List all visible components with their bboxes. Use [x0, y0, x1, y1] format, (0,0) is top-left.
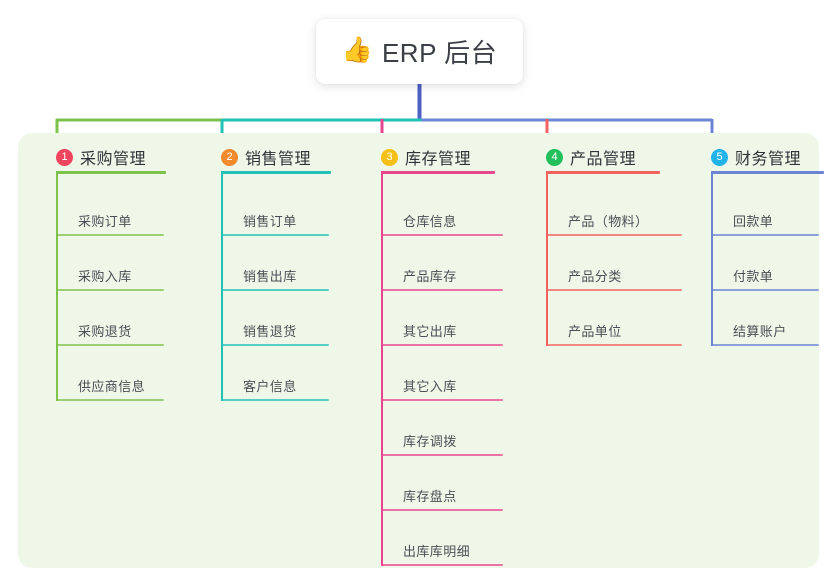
leaf-node-label: 客户信息	[243, 379, 297, 394]
leaf-node-rule	[221, 399, 329, 401]
leaf-node-label: 仓库信息	[403, 214, 457, 229]
column-number-badge: 3	[381, 148, 398, 166]
column-title: 采购管理	[80, 151, 147, 168]
leaf-node-label: 销售退货	[243, 324, 297, 339]
leaf-node-rule	[381, 399, 503, 401]
leaf-node[interactable]: 产品库存	[381, 255, 503, 291]
column-number-badge: 1	[56, 148, 73, 166]
leaf-node-rule	[546, 344, 682, 346]
leaf-node[interactable]: 付款单	[711, 255, 819, 291]
leaf-node-rule	[221, 344, 329, 346]
column-number-badge: 2	[221, 148, 238, 166]
column-header-rule	[221, 171, 331, 174]
leaf-node-label: 产品分类	[568, 269, 622, 284]
column-header-5[interactable]: 5 财务管理	[711, 145, 801, 169]
column-header-rule	[711, 171, 824, 174]
column-spine	[221, 171, 223, 401]
leaf-node-label: 其它出库	[403, 324, 457, 339]
leaf-node[interactable]: 库存调拨	[381, 420, 503, 456]
leaf-node[interactable]: 采购入库	[56, 255, 164, 291]
leaf-node[interactable]: 产品（物料）	[546, 200, 682, 236]
leaf-node-rule	[381, 454, 503, 456]
column-number-badge: 5	[711, 148, 728, 166]
column-header-rule	[56, 171, 166, 174]
column-spine	[546, 171, 548, 346]
thumbs-up-icon: 👍	[341, 36, 373, 64]
leaf-node-rule	[711, 289, 819, 291]
leaf-node-label: 采购入库	[78, 269, 132, 284]
leaf-node[interactable]: 供应商信息	[56, 365, 164, 401]
leaf-node[interactable]: 库存盘点	[381, 475, 503, 511]
column-spine	[711, 171, 713, 346]
leaf-node[interactable]: 结算账户	[711, 310, 819, 346]
leaf-node-rule	[381, 234, 503, 236]
leaf-node-label: 产品（物料）	[568, 214, 649, 229]
leaf-node-rule	[546, 234, 682, 236]
leaf-node-label: 结算账户	[733, 324, 787, 339]
leaf-node-rule	[56, 234, 164, 236]
leaf-node[interactable]: 回款单	[711, 200, 819, 236]
leaf-node-label: 产品库存	[403, 269, 457, 284]
leaf-node[interactable]: 出库库明细	[381, 530, 503, 566]
column-spine	[56, 171, 58, 401]
leaf-node[interactable]: 采购退货	[56, 310, 164, 346]
column-header-2[interactable]: 2 销售管理	[221, 145, 311, 169]
column-spine	[381, 171, 383, 566]
root-node-title: ERP 后台	[381, 38, 498, 68]
leaf-node-rule	[711, 344, 819, 346]
modules-panel: 1 采购管理采购订单采购入库采购退货供应商信息 2 销售管理销售订单销售出库销售退货客…	[18, 133, 824, 568]
leaf-node-label: 销售订单	[243, 214, 297, 229]
root-node-erp-backend[interactable]: 👍 ERP 后台	[316, 19, 523, 84]
leaf-node-label: 采购订单	[78, 214, 132, 229]
leaf-node-label: 库存调拨	[403, 434, 457, 449]
leaf-node-rule	[221, 234, 329, 236]
leaf-node-label: 库存盘点	[403, 489, 457, 504]
column-title: 财务管理	[735, 151, 802, 168]
leaf-node-label: 回款单	[733, 214, 774, 229]
leaf-node[interactable]: 销售订单	[221, 200, 329, 236]
leaf-node[interactable]: 仓库信息	[381, 200, 503, 236]
leaf-node[interactable]: 产品单位	[546, 310, 682, 346]
column-header-1[interactable]: 1 采购管理	[56, 145, 146, 169]
leaf-node-label: 付款单	[733, 269, 774, 284]
column-number-badge: 4	[546, 148, 563, 166]
leaf-node-label: 销售出库	[243, 269, 297, 284]
leaf-node[interactable]: 客户信息	[221, 365, 329, 401]
column-header-3[interactable]: 3 库存管理	[381, 145, 471, 169]
column-title: 产品管理	[570, 151, 637, 168]
leaf-node-rule	[381, 564, 503, 566]
leaf-node-rule	[381, 289, 503, 291]
leaf-node[interactable]: 销售退货	[221, 310, 329, 346]
leaf-node-label: 采购退货	[78, 324, 132, 339]
column-header-rule	[546, 171, 660, 174]
leaf-node-rule	[546, 289, 682, 291]
column-header-4[interactable]: 4 产品管理	[546, 145, 636, 169]
leaf-node-rule	[381, 344, 503, 346]
leaf-node-label: 供应商信息	[78, 379, 146, 394]
leaf-node[interactable]: 其它入库	[381, 365, 503, 401]
leaf-node-rule	[221, 289, 329, 291]
leaf-node-rule	[56, 289, 164, 291]
column-title: 销售管理	[245, 151, 312, 168]
column-header-rule	[381, 171, 495, 174]
leaf-node-rule	[711, 234, 819, 236]
leaf-node-label: 产品单位	[568, 324, 622, 339]
leaf-node-rule	[381, 509, 503, 511]
leaf-node[interactable]: 产品分类	[546, 255, 682, 291]
root-node-content: 👍 ERP 后台	[342, 33, 497, 70]
leaf-node[interactable]: 采购订单	[56, 200, 164, 236]
leaf-node-rule	[56, 399, 164, 401]
leaf-node-rule	[56, 344, 164, 346]
leaf-node-label: 其它入库	[403, 379, 457, 394]
leaf-node[interactable]: 销售出库	[221, 255, 329, 291]
leaf-node-label: 出库库明细	[403, 544, 471, 559]
leaf-node[interactable]: 其它出库	[381, 310, 503, 346]
column-title: 库存管理	[405, 151, 472, 168]
